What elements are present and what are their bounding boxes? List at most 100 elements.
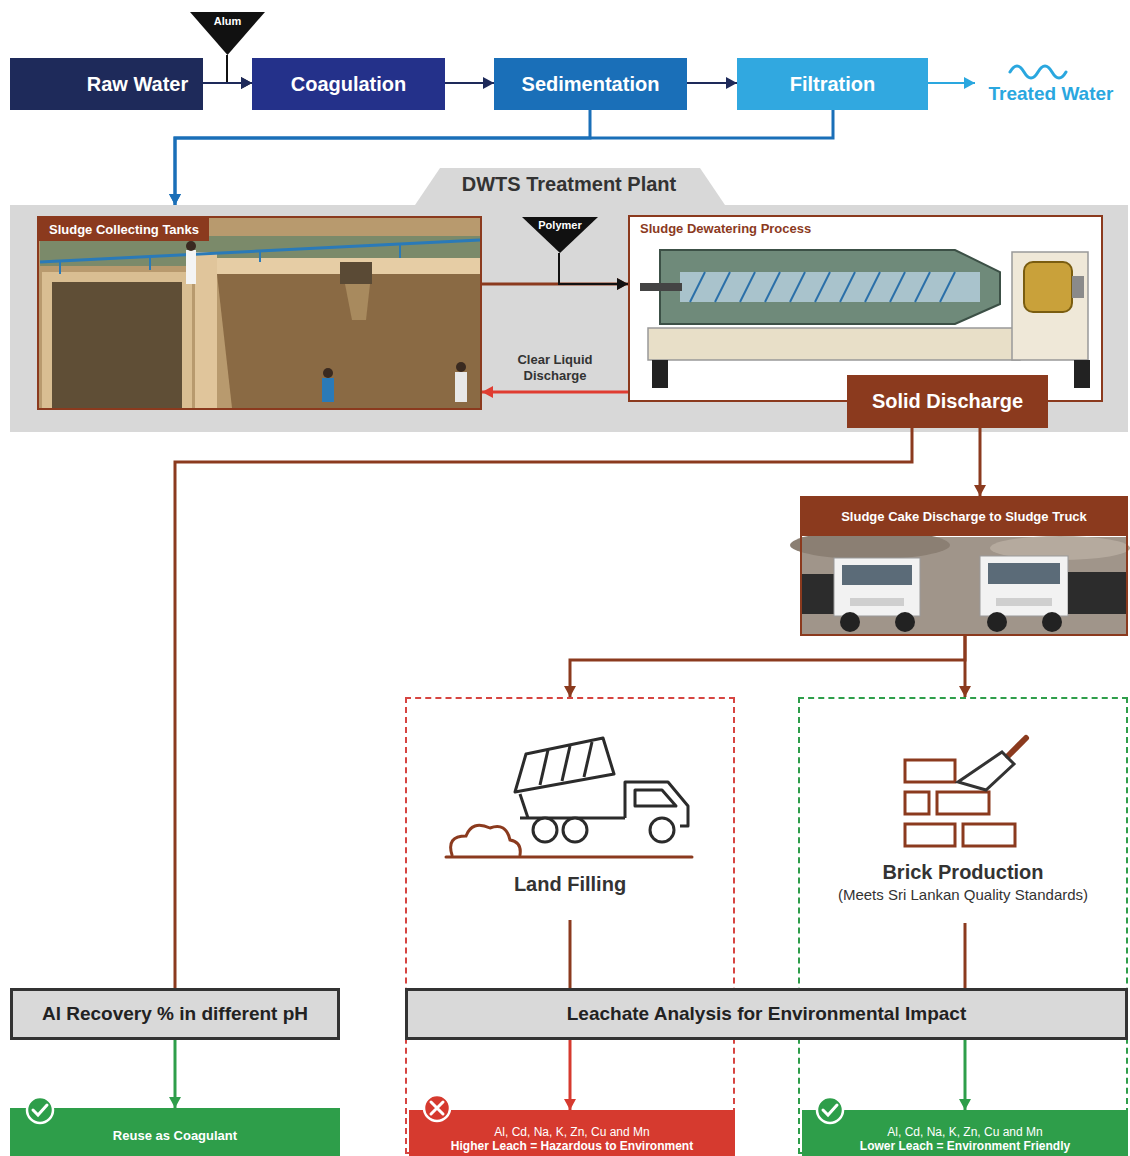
arrow-head xyxy=(974,485,986,496)
rect-shape xyxy=(38,217,481,409)
result-box: Al, Cd, Na, K, Zn, Cu and MnLower Leach … xyxy=(802,1110,1128,1156)
circle-shape xyxy=(817,1097,843,1123)
path-shape xyxy=(635,790,676,806)
arrow-head xyxy=(959,1099,971,1110)
connector-line xyxy=(482,391,628,394)
polygon-shape xyxy=(958,752,1014,790)
text-group: Sludge Dewatering Process xyxy=(630,217,821,240)
line-shape xyxy=(59,261,61,274)
node-text: Al Recovery % in different pH xyxy=(42,1003,308,1025)
g-shape xyxy=(690,272,955,302)
text-group: Al, Cd, Na, K, Zn, Cu and MnHigher Leach… xyxy=(409,1110,735,1156)
connector-line xyxy=(175,110,833,205)
brick-icon xyxy=(905,738,1026,846)
rect-shape xyxy=(340,262,372,284)
circle-shape xyxy=(987,612,1007,632)
connector xyxy=(559,253,628,290)
text-group: Land Filling xyxy=(407,699,733,1152)
connector-line xyxy=(569,920,572,988)
line-shape xyxy=(740,272,755,302)
line-shape xyxy=(562,746,570,781)
text-group: Coagulation xyxy=(252,58,445,110)
node-text: Al, Cd, Na, K, Zn, Cu and Mn xyxy=(494,1125,649,1139)
connector-line xyxy=(227,55,252,83)
centrifuge-drawing xyxy=(629,216,1102,401)
path-shape xyxy=(451,825,521,855)
node-text: Leachate Analysis for Environmental Impa… xyxy=(567,1003,966,1025)
rect-shape xyxy=(52,282,182,408)
rect-shape xyxy=(1074,360,1090,388)
connector xyxy=(169,110,833,205)
path-shape xyxy=(823,1105,837,1115)
rect-shape xyxy=(1072,276,1084,298)
text-group: Solid Discharge xyxy=(847,375,1048,428)
tank-photo-box: Sludge Collecting Tanks xyxy=(37,216,482,410)
text-group: Treated Water xyxy=(975,58,1127,110)
line-shape xyxy=(149,256,151,270)
node-text: Brick Production xyxy=(882,861,1043,884)
circle-shape xyxy=(1042,612,1062,632)
text-group: Sludge Collecting Tanks xyxy=(39,218,209,241)
line-shape xyxy=(584,742,592,777)
circle-shape xyxy=(27,1097,53,1123)
text-group: Al, Cd, Na, K, Zn, Cu and MnLower Leach … xyxy=(802,1110,1128,1156)
path-shape xyxy=(431,1102,443,1114)
node-text: Higher Leach = Hazardous to Environment xyxy=(451,1139,693,1153)
connector xyxy=(687,77,737,89)
rect-shape xyxy=(42,272,192,408)
line-shape xyxy=(940,272,955,302)
arrow-head xyxy=(241,77,252,89)
text-group: Raw Water xyxy=(10,58,203,110)
node-text: (Meets Sri Lankan Quality Standards) xyxy=(838,886,1088,903)
arrow-head xyxy=(959,686,971,697)
line-shape xyxy=(446,856,692,859)
text-group: Filtration xyxy=(737,58,928,110)
line-shape xyxy=(915,272,930,302)
discharge-box: Solid Discharge xyxy=(847,375,1048,428)
rect-shape xyxy=(10,205,1128,432)
circle-shape xyxy=(840,612,860,632)
node-text: Alum xyxy=(214,15,242,27)
rect-shape xyxy=(980,556,1068,616)
node-text: Land Filling xyxy=(514,873,626,896)
line-shape xyxy=(890,272,905,302)
rect-shape xyxy=(186,250,196,284)
rect-shape xyxy=(842,565,912,585)
rect-shape xyxy=(937,792,989,814)
rect-shape xyxy=(640,283,682,291)
line-shape xyxy=(40,240,480,262)
connector xyxy=(203,77,252,89)
path-shape xyxy=(1010,66,1066,78)
line-shape xyxy=(815,272,830,302)
dust-cloud xyxy=(446,825,692,857)
process-box: Raw Water xyxy=(10,58,203,110)
polygon-shape xyxy=(515,738,614,792)
path-shape xyxy=(345,284,370,320)
dewatering-box: Sludge Dewatering Process xyxy=(628,215,1103,402)
node-text: Lower Leach = Environment Friendly xyxy=(860,1139,1070,1153)
text-group: Leachate Analysis for Environmental Impa… xyxy=(408,991,1125,1037)
alum-dosing-triangle: Alum xyxy=(190,12,265,55)
output-label: Treated Water xyxy=(975,58,1127,110)
polygon-shape xyxy=(660,250,1000,324)
arrow-head xyxy=(483,77,494,89)
analysis-band: Al Recovery % in different pH xyxy=(10,988,340,1040)
polygon-shape xyxy=(415,168,725,205)
node-text: Solid Discharge xyxy=(872,390,1023,413)
text-group: Alum xyxy=(190,12,265,55)
circle-shape xyxy=(186,241,196,251)
node-text: Sludge Cake Discharge to Sludge Truck xyxy=(802,498,1126,536)
plant-panel xyxy=(10,168,1128,432)
line-shape xyxy=(540,750,548,785)
circle-shape xyxy=(563,818,587,842)
circle-shape xyxy=(895,612,915,632)
connector xyxy=(445,77,494,89)
triangle-shape xyxy=(190,12,265,55)
rect-shape xyxy=(322,378,334,402)
rect-shape xyxy=(648,328,1020,360)
arrow-head xyxy=(564,686,576,697)
text-group: Reuse as Coagulant xyxy=(10,1108,340,1156)
rect-shape xyxy=(802,574,834,614)
rect-shape xyxy=(1024,262,1072,312)
polymer-dosing-triangle: Polymer xyxy=(522,217,598,253)
